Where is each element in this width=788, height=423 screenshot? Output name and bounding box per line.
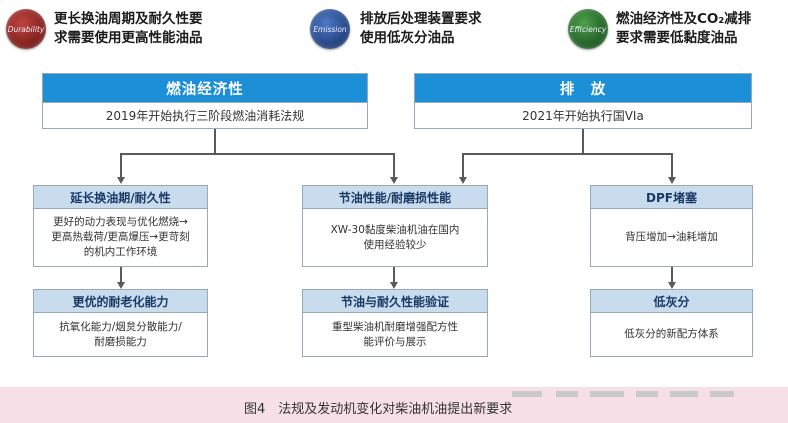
durability-box: 延长换油期/耐久性 更好的动力表现与优化燃烧→ 更高热载荷/更高爆压→更苛刻 的… bbox=[33, 185, 208, 267]
divider bbox=[636, 391, 658, 397]
arrow-down-icon bbox=[116, 177, 125, 184]
validation-box-title: 节油与耐久性能验证 bbox=[303, 290, 487, 312]
divider bbox=[710, 391, 734, 397]
fuel-saving-box: 节油性能/耐磨损性能 XW-30黏度柴油机油在国内 使用经验较少 bbox=[302, 185, 488, 267]
divider bbox=[512, 391, 542, 397]
fuel-saving-box-title: 节油性能/耐磨损性能 bbox=[303, 186, 487, 208]
fuel-economy-title: 燃油经济性 bbox=[43, 74, 367, 102]
fuel-saving-box-body: XW-30黏度柴油机油在国内 使用经验较少 bbox=[303, 208, 487, 266]
badge-efficiency: Efficiency 燃油经济性及CO₂减排 要求需要低黏度油品 bbox=[568, 8, 783, 52]
anti-aging-box: 更优的耐老化能力 抗氧化能力/烟炱分散能力/ 耐磨损能力 bbox=[33, 289, 208, 357]
arrow-down-icon bbox=[389, 282, 398, 289]
arrow-down-icon bbox=[667, 282, 676, 289]
connector-left-bar bbox=[120, 153, 394, 155]
connector-right-bar bbox=[462, 153, 672, 155]
badge-emission: Emission 排放后处理装置要求 使用低灰分油品 bbox=[310, 8, 540, 52]
divider bbox=[590, 391, 624, 397]
connector-col2 bbox=[393, 267, 395, 283]
low-ash-box-title: 低灰分 bbox=[591, 290, 752, 312]
divider bbox=[556, 391, 578, 397]
badge-emission-text: 排放后处理装置要求 使用低灰分油品 bbox=[360, 11, 482, 46]
emission-title: 排 放 bbox=[415, 74, 751, 102]
dpf-box: DPF堵塞 背压增加→油耗增加 bbox=[590, 185, 753, 267]
low-ash-box-body: 低灰分的新配方体系 bbox=[591, 312, 752, 356]
emission-subtitle: 2021年开始执行国VIa bbox=[415, 102, 751, 128]
connector-left-drop1 bbox=[120, 153, 122, 178]
dpf-box-title: DPF堵塞 bbox=[591, 186, 752, 208]
dpf-box-body: 背压增加→油耗增加 bbox=[591, 208, 752, 266]
connector-left-stem bbox=[214, 129, 216, 153]
efficiency-icon: Efficiency bbox=[568, 9, 608, 49]
arrow-down-icon bbox=[116, 282, 125, 289]
emission-box: 排 放 2021年开始执行国VIa bbox=[414, 73, 752, 129]
connector-col1 bbox=[120, 267, 122, 283]
anti-aging-box-title: 更优的耐老化能力 bbox=[34, 290, 207, 312]
connector-right-stem bbox=[582, 129, 584, 153]
badge-efficiency-text: 燃油经济性及CO₂减排 要求需要低黏度油品 bbox=[616, 11, 752, 46]
connector-left-drop2 bbox=[393, 153, 395, 178]
badge-durability-text: 更长换油周期及耐久性要 求需要使用更高性能油品 bbox=[54, 11, 203, 46]
badge-durability: Durability 更长换油周期及耐久性要 求需要使用更高性能油品 bbox=[6, 8, 256, 52]
anti-aging-box-body: 抗氧化能力/烟炱分散能力/ 耐磨损能力 bbox=[34, 312, 207, 356]
durability-box-title: 延长换油期/耐久性 bbox=[34, 186, 207, 208]
low-ash-box: 低灰分 低灰分的新配方体系 bbox=[590, 289, 753, 357]
durability-box-body: 更好的动力表现与优化燃烧→ 更高热载荷/更高爆压→更苛刻 的机内工作环境 bbox=[34, 208, 207, 266]
connector-col3 bbox=[671, 267, 673, 283]
figure-caption: 图4 法规及发动机变化对柴油机油提出新要求 bbox=[244, 402, 513, 417]
validation-box-body: 重型柴油机耐磨增强配方性 能评价与展示 bbox=[303, 312, 487, 356]
durability-icon: Durability bbox=[6, 9, 46, 49]
arrow-down-icon bbox=[389, 177, 398, 184]
connector-right-drop2 bbox=[671, 153, 673, 178]
divider bbox=[670, 391, 698, 397]
connector-right-drop1 bbox=[462, 153, 464, 178]
fuel-economy-subtitle: 2019年开始执行三阶段燃油消耗法规 bbox=[43, 102, 367, 128]
validation-box: 节油与耐久性能验证 重型柴油机耐磨增强配方性 能评价与展示 bbox=[302, 289, 488, 357]
fuel-economy-box: 燃油经济性 2019年开始执行三阶段燃油消耗法规 bbox=[42, 73, 368, 129]
arrow-down-icon bbox=[667, 177, 676, 184]
arrow-down-icon bbox=[458, 177, 467, 184]
emission-icon: Emission bbox=[310, 9, 350, 49]
